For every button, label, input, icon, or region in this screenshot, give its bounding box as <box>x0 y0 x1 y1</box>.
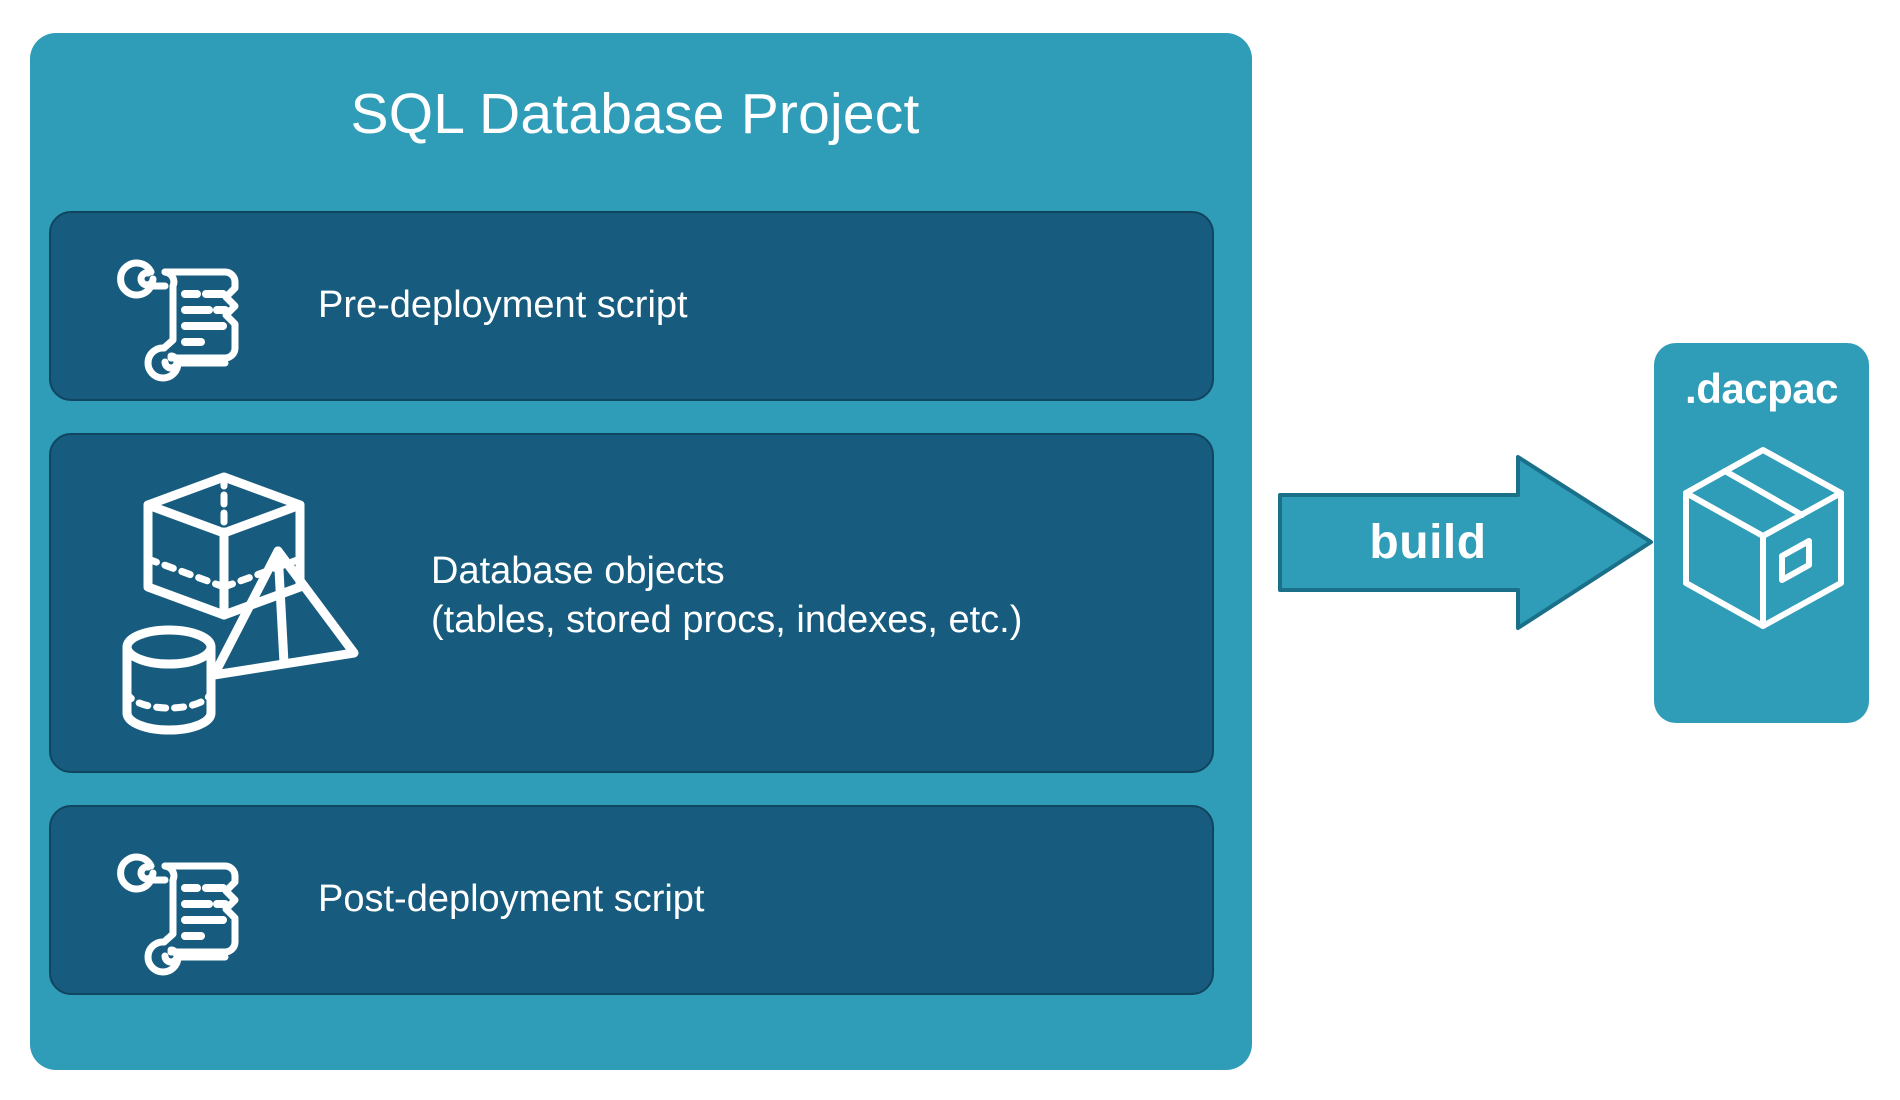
card-label-post-deployment: Post-deployment script <box>318 878 705 920</box>
card-pre-deployment-script[interactable]: Pre-deployment script <box>49 211 1214 401</box>
cylinder-icon <box>122 625 216 735</box>
package-box-icon <box>1676 438 1851 638</box>
pyramid-icon <box>209 546 359 680</box>
shapes-icon <box>106 463 396 753</box>
card-label-pre-deployment: Pre-deployment script <box>318 284 688 326</box>
arrow-right-icon <box>1278 455 1653 630</box>
dacpac-output-panel[interactable]: .dacpac <box>1654 343 1869 723</box>
card-label-database-objects: Database objects (tables, stored procs, … <box>431 550 1023 641</box>
scroll-icon <box>113 246 253 382</box>
page-title: SQL Database Project <box>350 82 920 146</box>
scroll-icon <box>113 840 253 976</box>
sql-database-project-panel: SQL Database Project <box>30 33 1252 1070</box>
card-post-deployment-script[interactable]: Post-deployment script <box>49 805 1214 995</box>
card-database-objects[interactable]: Database objects (tables, stored procs, … <box>49 433 1214 773</box>
dacpac-title: .dacpac <box>1685 365 1838 412</box>
